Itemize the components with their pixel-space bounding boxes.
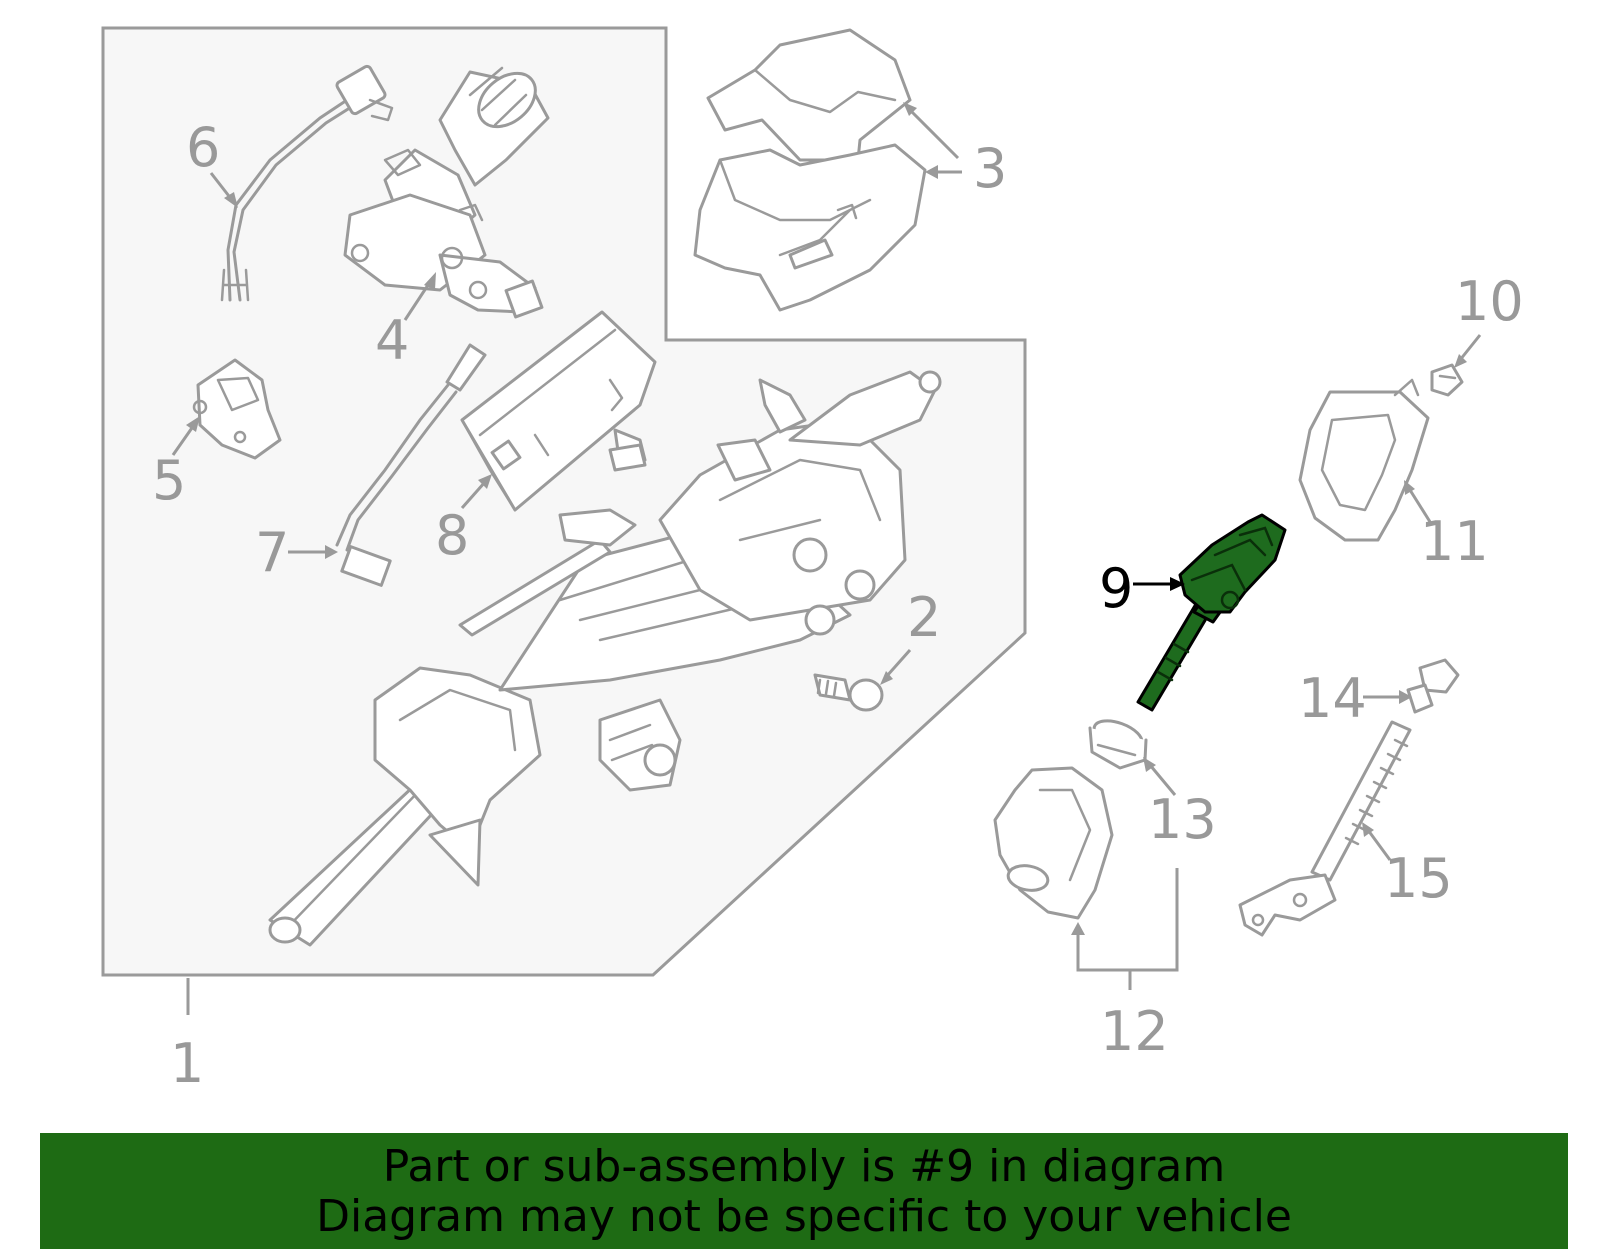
callout-6: 6 [186,116,220,179]
callout-3-leader [908,108,960,160]
part-14-bolt[interactable] [1406,658,1460,714]
callout-5: 5 [152,449,186,512]
parts-diagram: 1 2 3 4 5 6 7 8 9 10 11 12 13 14 15 [101,26,1524,1095]
callout-13-arrow [1143,757,1156,772]
callout-4-leader [403,281,432,321]
callout-10-leader [1458,334,1482,361]
callout-7: 7 [255,521,289,584]
part-12-dash-seal[interactable] [993,766,1114,920]
part-11-boot-cover[interactable] [1298,378,1430,542]
callout-3-arrow-upper [903,102,917,116]
callout-14-arrow [1399,690,1412,704]
callout-14: 14 [1298,667,1367,730]
callout-8-leader [460,481,487,509]
callout-9: 9 [1099,557,1133,620]
part-13-grommet[interactable] [1088,715,1148,770]
callout-6-arrow [224,192,238,208]
callout-12: 12 [1100,1000,1169,1063]
banner-line-2: Diagram may not be specific to your vehi… [316,1191,1292,1242]
callout-2-arrow [880,671,893,685]
part-4-lock-housing[interactable] [343,63,550,319]
callout-5-arrow [186,416,200,432]
callout-1: 1 [170,1032,204,1095]
callout-15-leader [1366,829,1392,861]
callout-13-leader [1148,764,1177,796]
part-8-control-module[interactable] [460,310,657,512]
callout-8-arrow [478,474,492,489]
callout-7-arrow [325,545,338,559]
part-3-column-cover[interactable] [693,28,927,312]
callout-3-arrow-lower [925,165,938,179]
banner-line-1: Part or sub-assembly is #9 in diagram [382,1141,1226,1192]
callout-12-bracket [1076,868,1179,972]
callout-2-leader [884,649,912,678]
callout-15-arrow [1362,822,1374,837]
part-5-switch[interactable] [192,358,282,460]
info-banner: Part or sub-assembly is #9 in diagram Di… [40,1133,1568,1249]
callout-4-arrow [424,272,436,290]
callout-9-arrow [1170,577,1185,591]
callout-12-arrow [1071,922,1085,935]
callout-15: 15 [1384,847,1453,910]
callout-11: 11 [1420,510,1489,573]
callout-5-leader [171,424,196,456]
callout-11-leader [1408,489,1434,526]
part-2-bolt[interactable] [813,673,884,712]
part-15-lower-shaft[interactable] [1238,720,1412,937]
callout-10: 10 [1455,270,1524,333]
callout-10-arrow [1454,354,1467,368]
assembly-1-outline [101,26,1027,977]
part-7-sensor-wire[interactable] [335,343,487,587]
part-6-wire-harness[interactable] [220,64,394,302]
callout-4: 4 [375,309,409,372]
part-1-steering-column[interactable] [268,370,942,947]
callout-3: 3 [973,137,1007,200]
part-10-clip[interactable] [1430,363,1464,397]
callout-8: 8 [435,504,469,567]
callout-13: 13 [1148,788,1217,851]
part-9-intermediate-shaft[interactable] [1136,513,1287,712]
callout-11-arrow [1404,480,1415,495]
callout-2: 2 [907,586,941,649]
